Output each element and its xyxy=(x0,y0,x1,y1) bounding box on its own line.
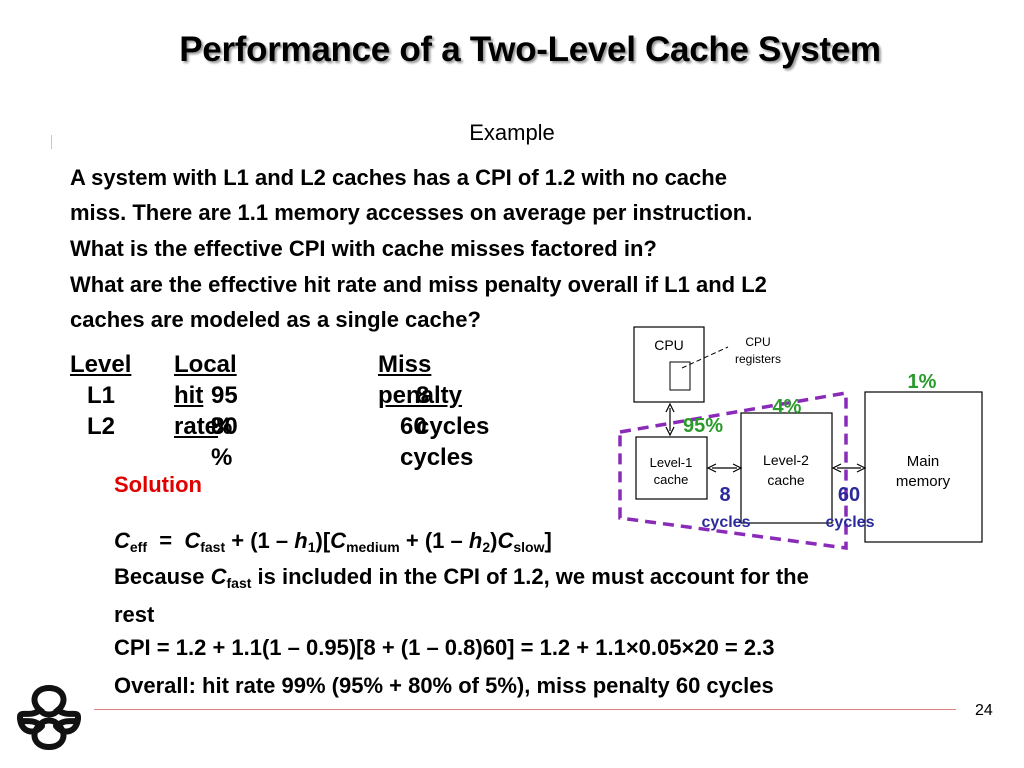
cpu-registers-label: registers xyxy=(735,352,781,366)
bus-arrows xyxy=(665,402,867,473)
problem-line: A system with L1 and L2 caches has a CPI… xyxy=(70,165,727,190)
l2-penalty-unit: cycles xyxy=(702,514,751,531)
cell-hit-rate: 95 % xyxy=(211,382,238,440)
level1-cache-label: cache xyxy=(654,472,689,487)
cell-miss-penalty: 8 cycles xyxy=(416,382,490,440)
problem-line: miss. There are 1.1 memory accesses on a… xyxy=(70,200,753,225)
formula-symbol: C xyxy=(114,528,130,553)
arrow-head xyxy=(856,463,867,473)
formula-text: ] xyxy=(544,528,552,553)
formula-text: )[ xyxy=(315,528,331,553)
overall-result: Overall: hit rate 99% (95% + 80% of 5%),… xyxy=(114,673,774,698)
l2-hit-percent: 4% xyxy=(773,396,802,418)
level2-cache-label: Level-2 xyxy=(763,452,809,468)
col-header-level: Level xyxy=(70,351,132,378)
formula-subscript: medium xyxy=(346,539,400,555)
arrow-head xyxy=(732,463,743,473)
memory-penalty-unit: cycles xyxy=(826,514,875,531)
formula-text: + (1 – xyxy=(405,528,463,553)
formula-text: ) xyxy=(490,528,498,553)
formula-symbol: h xyxy=(468,528,483,553)
slide-subtitle: Example xyxy=(469,120,555,145)
main-memory-box xyxy=(864,391,983,543)
cell-miss-penalty: 60 cycles xyxy=(400,413,474,471)
formula-subscript: 2 xyxy=(482,539,491,555)
slide-title: Performance of a Two-Level Cache System xyxy=(179,30,881,69)
effective-cpi-formula: Ceff = Cfast + (1 – h1)[Cmedium + (1 – h… xyxy=(114,528,552,555)
arrow-head xyxy=(665,402,675,413)
memory-hierarchy-diagram: CPU CPU registers Level-1 cache Level-2 … xyxy=(618,326,983,550)
because-text-part: rest xyxy=(114,602,155,627)
formula-subscript: fast xyxy=(226,575,252,591)
level1-cache-box xyxy=(635,436,708,500)
single-cache-boundary xyxy=(618,390,848,550)
because-text: Because Cfast is included in the CPI of … xyxy=(114,561,1019,631)
l2-penalty-number: 8 xyxy=(719,484,730,506)
col-header-miss-penalty: Miss penalty xyxy=(378,351,463,409)
level1-cache-label: Level-1 xyxy=(650,455,693,470)
main-memory-percent: 1% xyxy=(908,371,937,393)
page-number: 24 xyxy=(975,702,993,719)
arrow-head xyxy=(665,426,675,437)
cpu-registers-box xyxy=(669,361,691,391)
formula-text: + (1 – xyxy=(231,528,289,553)
arrow-head xyxy=(706,463,717,473)
level2-cache-label: cache xyxy=(767,472,805,488)
level2-cache-box xyxy=(740,412,833,524)
formula-operator: = xyxy=(159,528,173,553)
margin-mark xyxy=(51,135,52,149)
col-header-hit-rate: Local hit rate xyxy=(174,351,237,440)
problem-statement: A system with L1 and L2 caches has a CPI… xyxy=(70,160,767,337)
formula-symbol: C xyxy=(184,528,201,553)
solution-heading: Solution xyxy=(114,472,202,497)
formula-subscript: eff xyxy=(129,539,148,555)
problem-line: caches are modeled as a single cache? xyxy=(70,307,481,332)
footer-divider xyxy=(94,709,956,710)
arrow-head xyxy=(831,463,842,473)
cell-hit-rate: 80 % xyxy=(211,413,238,471)
cell-level: L2 xyxy=(87,413,116,440)
cell-level: L1 xyxy=(87,382,116,409)
formula-symbol: h xyxy=(294,528,308,553)
university-knot-logo-icon xyxy=(16,685,82,750)
because-text-part: is included in the CPI of 1.2, we must a… xyxy=(251,564,809,589)
main-memory-label: memory xyxy=(896,473,951,490)
l1-hit-percent: 95% xyxy=(683,415,723,437)
formula-symbol: C xyxy=(497,528,514,553)
cpu-label: CPU xyxy=(654,337,684,353)
memory-penalty-number: 60 xyxy=(838,484,860,506)
cpi-calculation: CPI = 1.2 + 1.1(1 – 0.95)[8 + (1 – 0.8)6… xyxy=(114,635,775,660)
registers-pointer-line xyxy=(681,346,729,369)
problem-line: What are the effective hit rate and miss… xyxy=(70,272,767,297)
formula-symbol: C xyxy=(210,564,227,589)
formula-symbol: C xyxy=(330,528,347,553)
formula-subscript: 1 xyxy=(307,539,316,555)
cpu-box xyxy=(633,326,705,403)
formula-subscript: fast xyxy=(200,539,226,555)
main-memory-label: Main xyxy=(907,453,940,470)
formula-subscript: slow xyxy=(513,539,545,555)
cpu-registers-label: CPU xyxy=(745,335,770,349)
problem-line: What is the effective CPI with cache mis… xyxy=(70,236,657,261)
because-text-part: Because xyxy=(114,564,211,589)
